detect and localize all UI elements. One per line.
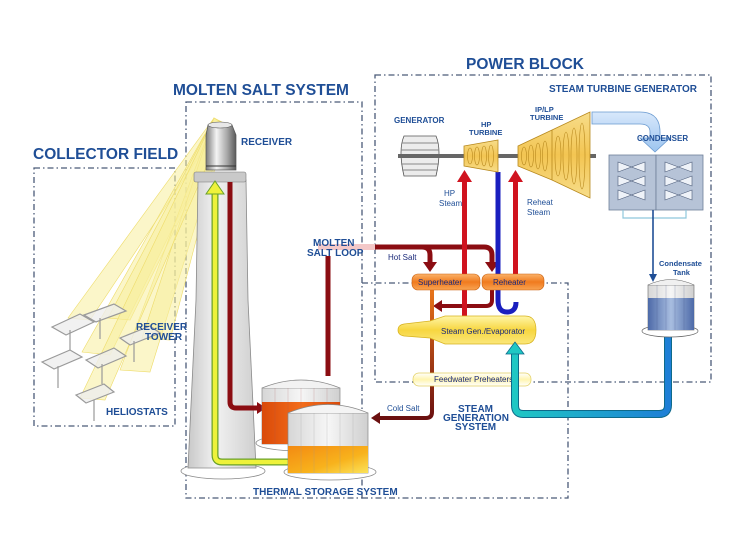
molten-salt-loop-pipe	[318, 244, 499, 376]
feedwater-preheaters	[412, 372, 532, 387]
cold-salt-tank	[283, 404, 377, 481]
heliostat	[84, 347, 128, 384]
hp-steam-label-1: HP	[444, 189, 455, 198]
condenser	[608, 154, 704, 219]
receiver-tower-label-2: TOWER	[145, 332, 183, 343]
condensate-line	[649, 210, 657, 282]
receiver-tower-label-1: RECEIVER	[136, 322, 188, 333]
hp-steam-pipe	[457, 170, 472, 320]
power-block-title: POWER BLOCK	[466, 56, 585, 73]
steam-generation-box	[362, 282, 569, 499]
cold-salt-riser-pipe	[205, 180, 292, 466]
heliostats	[40, 303, 162, 421]
feedwater-return-pipe	[505, 336, 672, 418]
hp-turbine-label-2: TURBINE	[469, 128, 502, 137]
molten-salt-loop-label-2: SALT LOOP	[307, 248, 364, 259]
molten-salt-system-title: MOLTEN SALT SYSTEM	[173, 82, 349, 99]
molten-salt-loop-label-1: MOLTEN	[313, 238, 354, 249]
condensate-tank	[641, 279, 699, 338]
heliostats-label: HELIOSTATS	[106, 407, 168, 418]
steam-gen-evaporator-label: Steam Gen./Evaporator	[441, 327, 525, 336]
condenser-label: CONDENSER	[637, 134, 688, 143]
condensate-tank-label-1: Condensate	[659, 259, 702, 268]
hp-steam-label-2: Steam	[439, 199, 462, 208]
reheat-steam-label-2: Steam	[527, 208, 550, 217]
receiver	[205, 121, 237, 171]
thermal-storage-system-label: THERMAL STORAGE SYSTEM	[253, 487, 398, 498]
generator-label: GENERATOR	[394, 116, 445, 125]
steam-generator-evaporator	[397, 315, 537, 345]
heliostat	[40, 349, 84, 388]
turbine-exhaust-duct	[591, 111, 672, 153]
feedwater-preheaters-label: Feedwater Preheaters	[434, 375, 513, 384]
condensate-tank-label-2: Tank	[673, 268, 691, 277]
sunlight-beams	[67, 117, 227, 401]
reheat-steam-pipe	[508, 170, 523, 290]
reheater	[481, 273, 545, 291]
iplp-turbine-label-2: TURBINE	[530, 113, 563, 122]
steam-turbine-generator-title: STEAM TURBINE GENERATOR	[549, 84, 698, 95]
hp-turbine-label-1: HP	[481, 120, 491, 129]
steam-gen-system-label-2: GENERATION	[443, 413, 509, 424]
hp-turbine	[463, 139, 499, 173]
heliostat	[74, 383, 116, 421]
iplp-turbine	[517, 111, 591, 199]
steam-gen-system-label-1: STEAM	[458, 404, 493, 415]
heliostat	[50, 313, 96, 350]
heliostat	[118, 325, 162, 362]
reheater-label: Reheater	[493, 278, 526, 287]
receiver-tower	[180, 171, 266, 480]
reheat-steam-label-1: Reheat	[527, 198, 554, 207]
hot-salt-downcomer-pipe	[227, 182, 266, 414]
power-block-box	[374, 74, 712, 383]
cold-salt-label: Cold Salt	[387, 404, 420, 413]
superheater	[411, 273, 481, 291]
iplp-turbine-label-1: IP/LP	[535, 105, 554, 114]
collector-field-title: COLLECTOR FIELD	[33, 146, 178, 163]
cold-salt-return-pipe	[371, 290, 434, 424]
molten-salt-system-box	[185, 101, 363, 499]
receiver-label: RECEIVER	[241, 137, 293, 148]
hot-salt-label: Hot Salt	[388, 253, 417, 262]
cold-reheat-pipe	[495, 172, 519, 315]
steam-gen-system-label-3: SYSTEM	[455, 422, 496, 433]
heliostat	[82, 303, 128, 339]
superheater-label: Superheater	[418, 278, 462, 287]
